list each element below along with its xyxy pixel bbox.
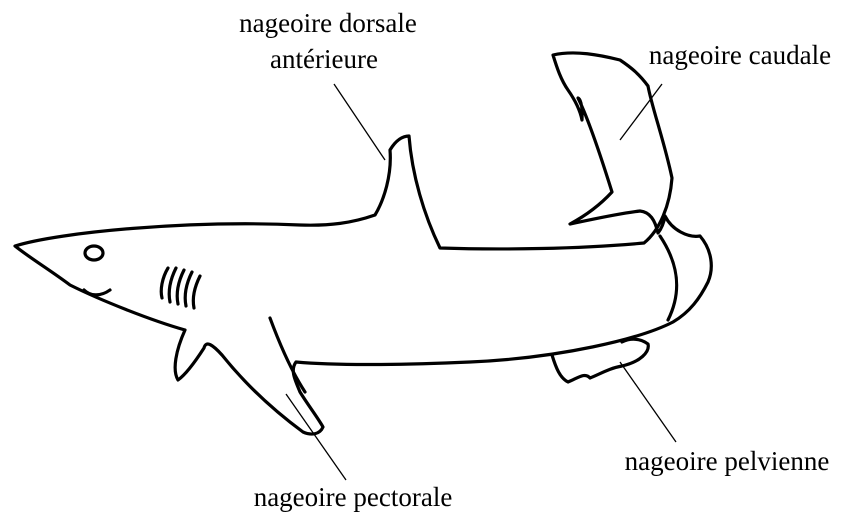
leader-line-pectoral [286,394,346,480]
label-dorsal-fin-line2: antérieure [270,44,378,74]
leader-line-dorsal [334,84,385,160]
label-pectoral-fin: nageoire pectorale [254,482,453,512]
pectoral-fin-edge [270,318,305,392]
gill-slit [193,276,200,308]
gill-slit [161,268,168,298]
gill-slits [161,268,200,308]
label-dorsal-fin-line1: nageoire dorsale [239,8,417,38]
shark-body-outline [15,53,711,434]
shark-eye [85,246,103,260]
gill-slit [169,268,176,302]
label-caudal-fin: nageoire caudale [649,40,831,70]
gill-slit [185,272,192,306]
gill-slit [177,270,184,304]
caudal-fin-inner-edge [660,236,677,320]
leader-line-pelvic [620,362,676,442]
label-pelvic-fin: nageoire pelvienne [625,446,830,476]
shark-mouth [84,290,110,295]
